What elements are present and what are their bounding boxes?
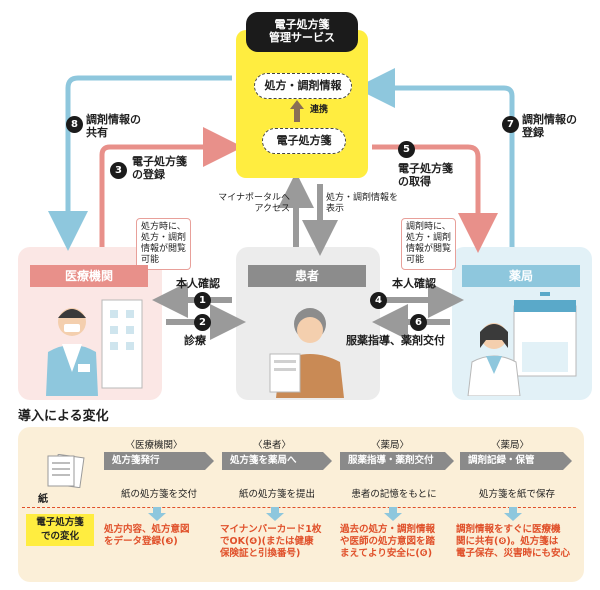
prescription-info-pill: 処方・調剤情報 [254,73,352,99]
col2-e-line2: でOK(❹)(または健康 [220,536,314,547]
e-prescription-pill: 電子処方箋 [262,128,346,154]
display-line2: 表示 [326,204,345,214]
step-4-badge: 4 [370,292,387,309]
col2-e-line3: 保険証と引換番号) [220,548,301,559]
flow-8-label: 調剤情報の 共有 [86,113,141,139]
col2-e-line1: マイナンバーカード1枚 [220,524,322,535]
e-change-label-line1: 電子処方箋 [36,517,84,528]
patient-illustration [269,308,344,398]
pharmacy-callout-line1: 調剤時に、 [406,222,451,232]
pharmacy-callout-line4: 可能 [406,255,425,265]
col4-down-arrow-icon [504,507,522,521]
divider [22,507,576,508]
col2-down-arrow-icon [266,507,284,521]
paper-icon [47,454,85,488]
step-6-badge: 6 [410,314,427,331]
col3-e-line3: まえてより安全に(❻) [340,548,433,559]
pharmacist-illustration [467,292,577,396]
portal-label: マイナポータルへ アクセス [212,193,290,215]
col1-step: 処方箋発行 [104,452,214,470]
col2-header: 〈患者〉 [252,440,291,451]
portal-line1: マイナポータルへ [218,193,290,203]
col4-header: 〈薬局〉 [490,440,529,451]
arrow-3 [99,127,243,247]
pharmacy-callout: 調剤時に、 処方・調剤 情報が閲覧 可能 [401,218,457,270]
flow-5-label: 電子処方箋 の取得 [398,162,453,188]
flow-7-label: 調剤情報の 登録 [522,113,577,139]
col2-e-change: マイナンバーカード1枚 でOK(❹)(または健康 保険証と引換番号) [220,524,321,560]
doctor-illustration [46,299,143,396]
col2-paper: 紙の処方箋を提出 [238,489,315,500]
display-label: 処方・調剤情報を 表示 [326,193,398,215]
col1-paper: 紙の処方箋を交付 [120,489,197,500]
center-title: 電子処方箋 管理サービス [246,12,358,52]
col3-down-arrow-icon [384,507,402,521]
col4-step: 調剤記録・保管 [460,452,572,470]
flow-3-line1: 電子処方箋 [132,155,187,168]
step-5-badge: 5 [398,141,415,158]
pharmacy-callout-line3: 情報が閲覧 [406,244,452,254]
changes-title: 導入による変化 [18,409,109,424]
flow-4-label: 本人確認 [392,277,436,290]
col1-e-line1: 処方内容、処方意図 [104,524,190,535]
hospital-header: 医療機関 [30,265,148,287]
flow-8-line1: 調剤情報の [86,113,141,126]
hospital-callout-line3: 情報が閲覧 [141,244,187,254]
hospital-callout-line4: 可能 [141,255,160,265]
flow-7-line2: 登録 [522,126,544,139]
flow-6-label: 服薬指導、薬剤交付 [346,334,445,347]
arrow-8 [48,75,232,251]
col4-e-line3: 電子保存、災害時にも安心 [456,548,571,559]
col1-down-arrow-icon [148,507,166,521]
hospital-callout-line2: 処方・調剤 [141,233,187,243]
step-2-badge: 2 [194,314,211,331]
col3-e-change: 過去の処方・調剤情報 や医師の処方意図を踏 まえてより安全に(❻) [340,524,435,560]
step-1-badge: 1 [194,292,211,309]
e-change-label-line2: での変化 [40,531,79,542]
col4-e-line1: 調剤情報をすぐに医療機 [456,524,561,535]
step-7-badge: 7 [502,116,519,133]
patient-header: 患者 [248,265,366,287]
pharmacy-callout-line2: 処方・調剤 [406,233,452,243]
up-arrow-icon [290,100,304,122]
col1-e-line2: をデータ登録(❸) [104,536,178,547]
center-title-line2: 管理サービス [269,31,335,44]
step-8-badge: 8 [66,116,83,133]
col4-e-line2: 関に共有(❽)。処方箋は [456,536,559,547]
col1-header: 〈医療機関〉 [125,440,183,451]
e-change-label: 電子処方箋 での変化 [26,514,94,546]
paper-label: 紙 [38,494,48,505]
col3-e-line2: や医師の処方意図を踏 [340,536,436,547]
flow-3-line2: の登録 [132,168,165,181]
flow-2-label: 診療 [184,334,206,347]
col3-header: 〈薬局〉 [370,440,409,451]
pharmacy-header: 薬局 [462,265,580,287]
col1-e-change: 処方内容、処方意図 をデータ登録(❸) [104,524,190,548]
step-3-badge: 3 [110,162,127,179]
col4-paper: 処方箋を紙で保存 [478,489,555,500]
flow-8-line2: 共有 [86,126,108,139]
flow-5-line1: 電子処方箋 [398,162,453,175]
arrow-7 [355,68,515,247]
flow-1-label: 本人確認 [176,277,220,290]
flow-7-line1: 調剤情報の [522,113,577,126]
flow-5-line2: の取得 [398,175,431,188]
link-label: 連携 [310,105,329,115]
col3-paper: 患者の記憶をもとに [351,489,437,500]
arrow-5 [372,144,498,253]
center-title-line1: 電子処方箋 [274,18,330,31]
display-line1: 処方・調剤情報を [326,193,399,203]
col3-e-line1: 過去の処方・調剤情報 [340,524,436,535]
hospital-callout-line1: 処方時に、 [141,222,186,232]
portal-line2: アクセス [254,204,290,214]
col4-e-change: 調剤情報をすぐに医療機 関に共有(❽)。処方箋は 電子保存、災害時にも安心 [456,524,570,560]
col3-step: 服薬指導・薬剤交付 [340,452,454,470]
hospital-callout: 処方時に、 処方・調剤 情報が閲覧 可能 [136,218,192,270]
flow-3-label: 電子処方箋 の登録 [132,155,187,181]
col2-step: 処方箋を薬局へ [222,452,332,470]
